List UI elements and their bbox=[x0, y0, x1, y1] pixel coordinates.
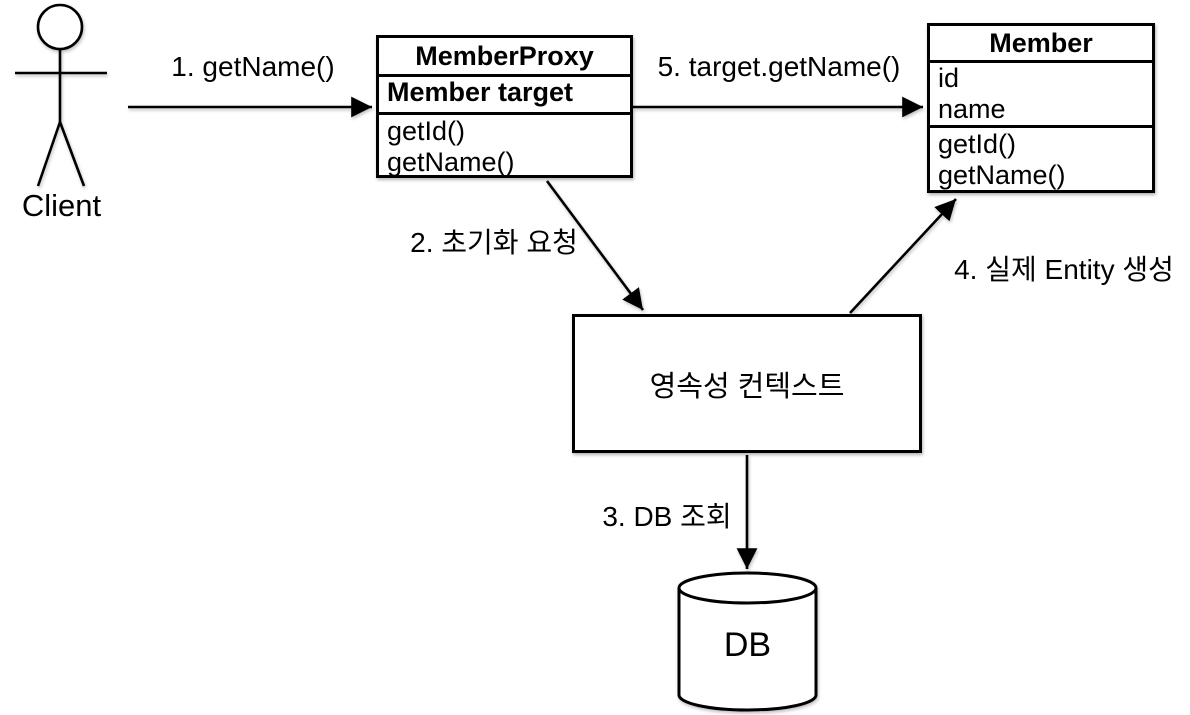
database-cylinder-icon bbox=[677, 571, 818, 712]
arrow-step2-proxy-to-persistence bbox=[545, 180, 645, 311]
arrow-step4-persistence-to-member bbox=[849, 198, 957, 314]
member-method: getId() bbox=[938, 129, 1017, 159]
member-proxy-method: getId() bbox=[387, 116, 466, 146]
member-class-box: Member id name getId() getName() bbox=[927, 23, 1155, 193]
member-method: getName() bbox=[938, 160, 1066, 190]
member-attribute: name bbox=[938, 94, 1006, 124]
step4-label: 4. 실제 Entity 생성 bbox=[954, 254, 1174, 285]
member-attribute: id bbox=[938, 63, 960, 93]
member-proxy-class-box: MemberProxy Member target getId() getNam… bbox=[376, 35, 633, 178]
member-proxy-attribute: Member target bbox=[387, 77, 574, 107]
step2-label: 2. 초기화 요청 bbox=[410, 227, 578, 258]
step1-label: 1. getName() bbox=[171, 51, 335, 82]
member-title: Member bbox=[930, 26, 1152, 63]
step3-label: 3. DB 조회 bbox=[602, 501, 732, 532]
step5-label: 5. target.getName() bbox=[657, 51, 901, 82]
database-label: DB bbox=[723, 626, 772, 664]
member-proxy-method: getName() bbox=[387, 147, 515, 177]
client-actor-label: Client bbox=[21, 188, 102, 223]
client-actor-icon bbox=[15, 3, 107, 187]
persistence-context-label: 영속성 컨텍스트 bbox=[649, 370, 845, 403]
member-proxy-title: MemberProxy bbox=[379, 38, 630, 77]
persistence-context-box: 영속성 컨텍스트 bbox=[572, 314, 922, 453]
